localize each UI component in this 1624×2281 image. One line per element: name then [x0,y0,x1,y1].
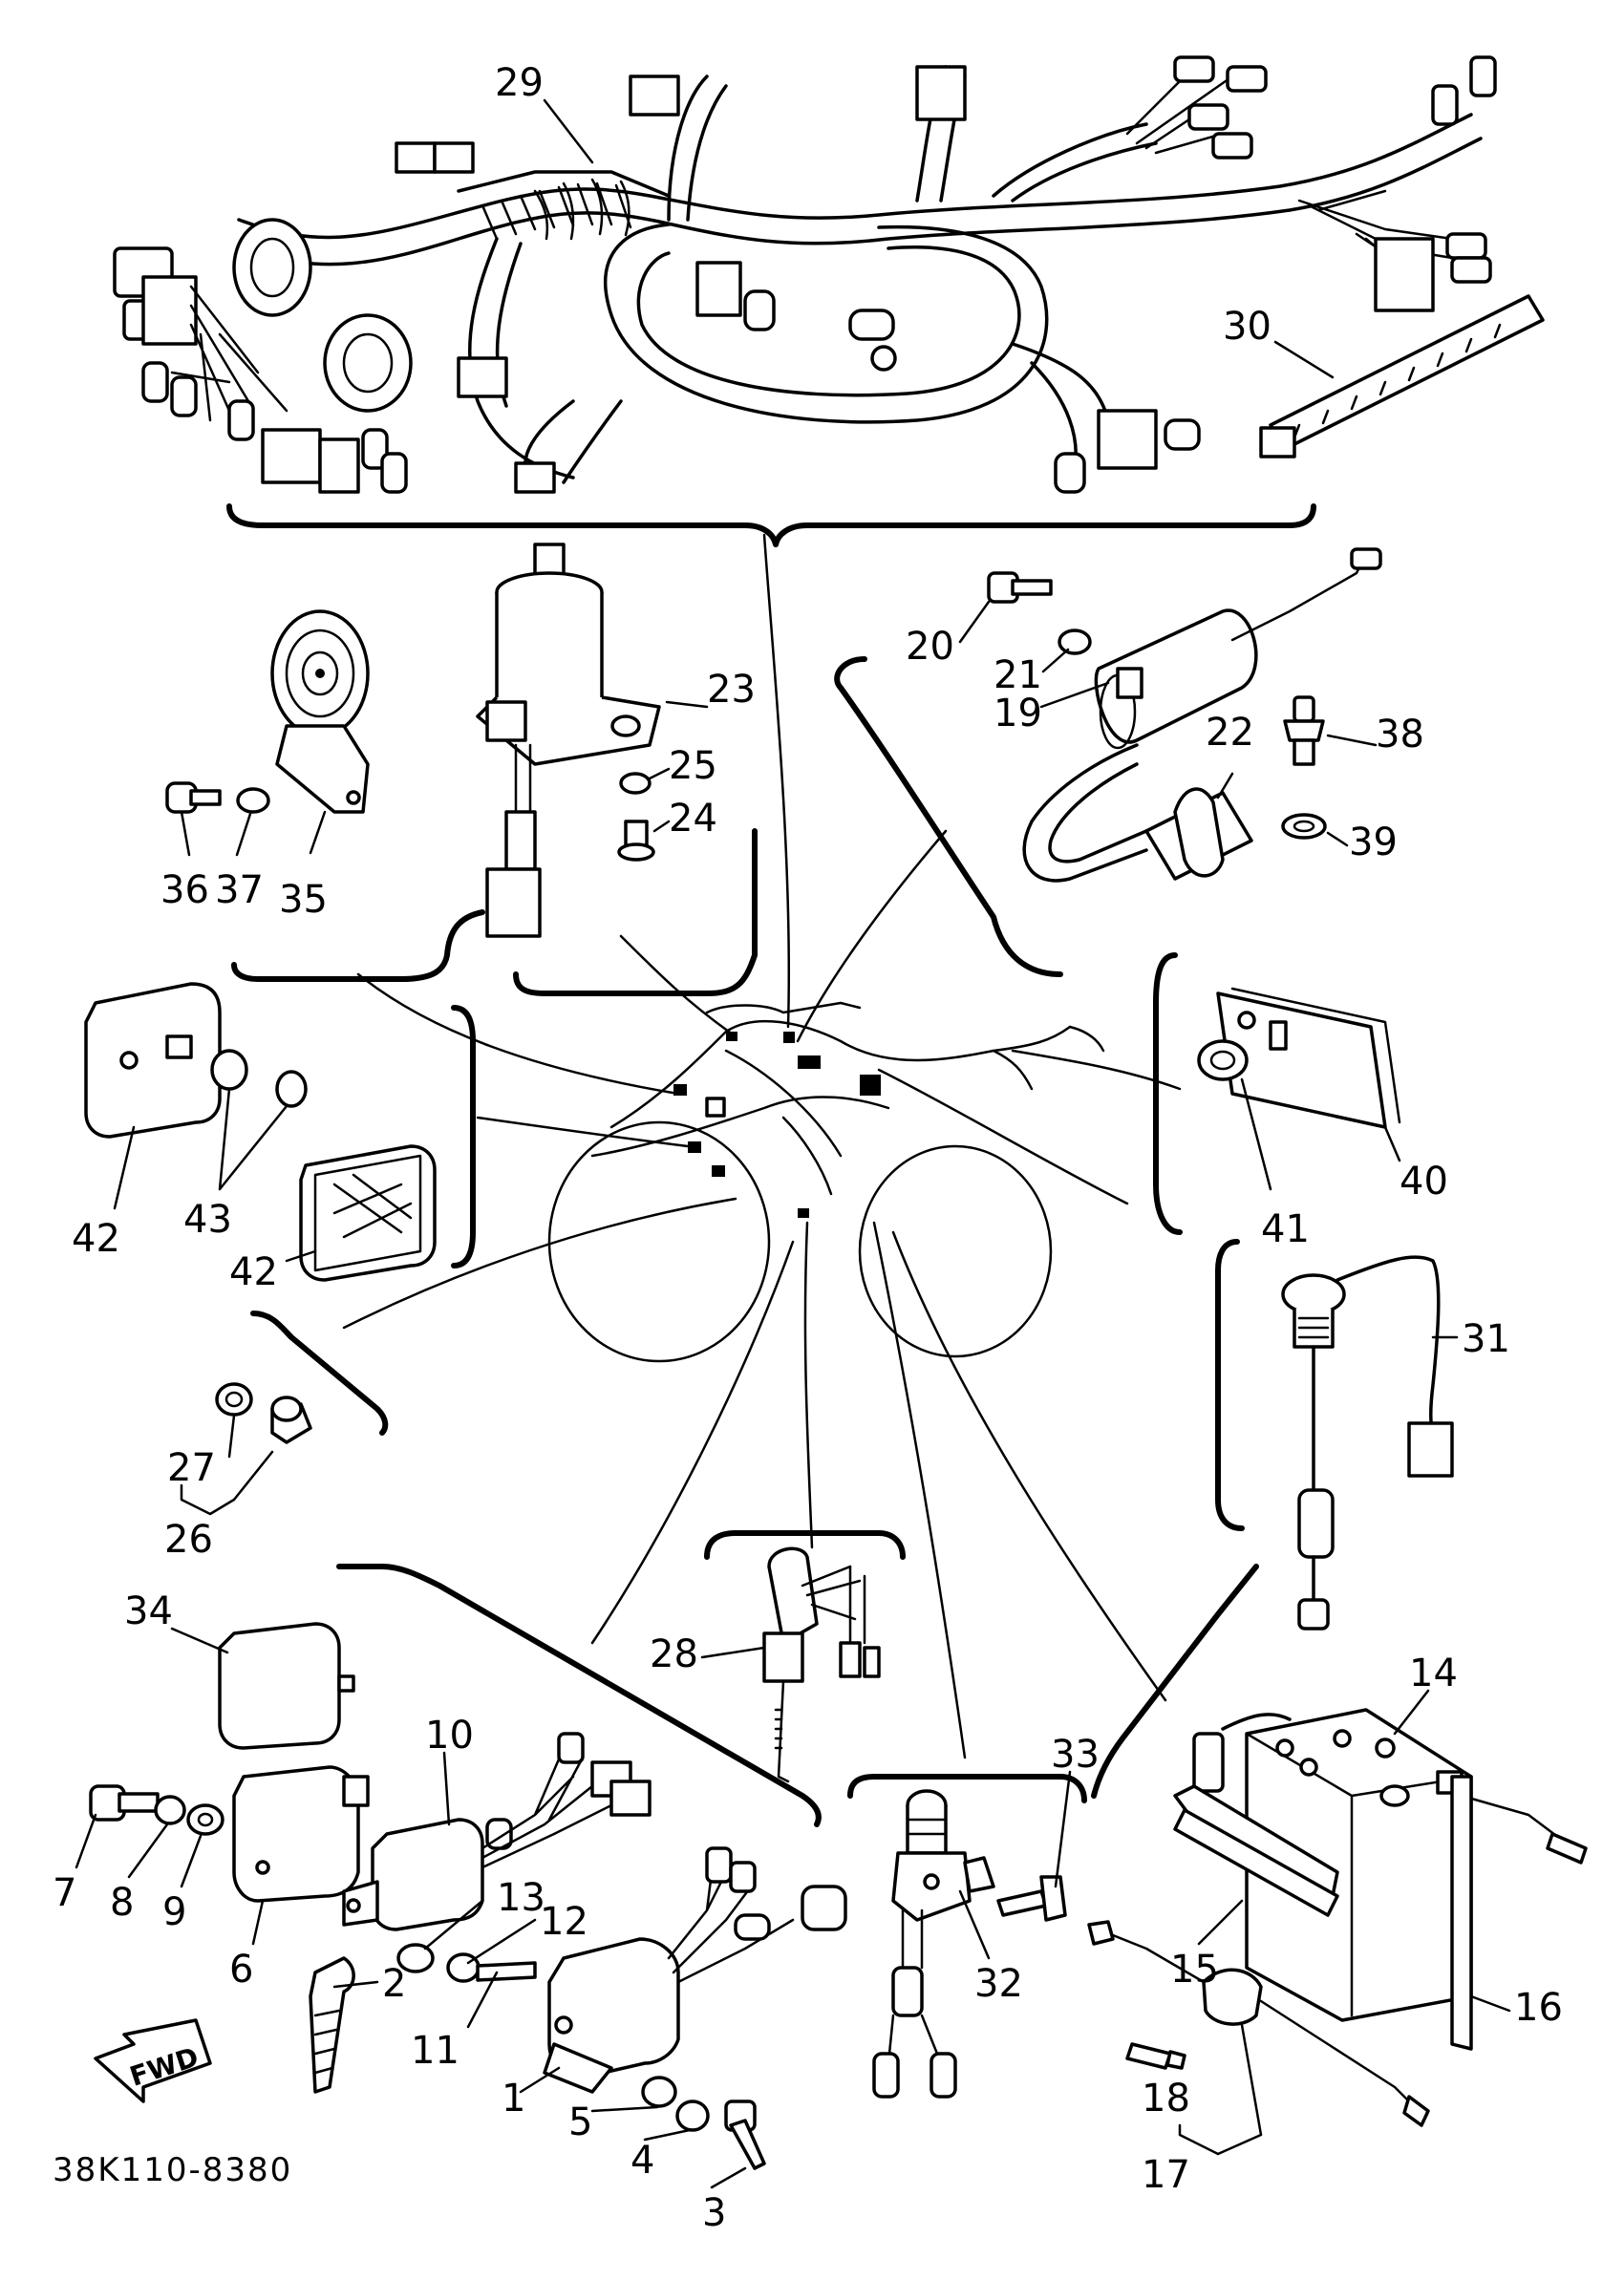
callout-24: 24 [669,797,717,841]
bracket-26 [250,1311,389,1436]
frame-outline [547,1001,1105,1363]
callout-38: 38 [1376,713,1424,757]
strap-2 [309,1956,355,2094]
battery-band [1173,1784,1339,1917]
switch-screw-33 [996,1875,1067,1922]
callout-37: 37 [215,868,264,912]
callout-30: 30 [1223,305,1271,349]
reflector-left-front [299,1144,437,1282]
wire-harness [113,55,1497,547]
callout-26: 26 [164,1518,213,1562]
callout-27: 27 [167,1446,216,1490]
callout-40: 40 [1400,1160,1448,1204]
callout-labels: 29 30 23 25 24 20 21 19 22 38 39 35 36 3… [53,61,1563,2235]
fwd-arrow: FWD [94,2018,212,2103]
thermo-sender [1281,695,1327,840]
callout-32: 32 [974,1962,1023,2006]
callout-43: 43 [183,1198,232,1242]
bracket-35 [231,909,485,982]
callout-23: 23 [707,668,756,712]
bracket-23 [513,828,759,996]
flasher-relay [342,1732,652,1931]
callout-42: 42 [72,1217,120,1261]
callout-25: 25 [669,744,717,788]
callout-31: 31 [1462,1317,1510,1361]
callout-36: 36 [160,868,209,912]
callout-21: 21 [994,653,1042,697]
neutral-switch [215,1382,312,1444]
bracket-31 [1215,1239,1245,1531]
callout-29: 29 [495,61,544,105]
callout-10: 10 [425,1714,474,1758]
reflector-right [1197,987,1401,1129]
bracket-32 [847,1774,1087,1803]
relay-6-fasteners [89,1784,224,1836]
regulator [762,1546,881,1783]
callout-8: 8 [110,1881,134,1925]
bracket-40 [1153,952,1183,1235]
flasher-fasteners [396,1943,537,1983]
callout-4: 4 [630,2139,654,2183]
bracket-19 [834,656,1063,977]
drawing-code: 38K110-8380 [53,2151,293,2189]
horn [270,609,370,814]
callout-34: 34 [124,1589,173,1633]
bracket-42 [451,1005,476,1268]
bracket-28 [704,1530,906,1560]
battery-breather [1450,1775,1473,2051]
callout-41: 41 [1261,1207,1310,1251]
callout-33: 33 [1051,1733,1100,1777]
callout-35: 35 [279,878,328,922]
callout-3: 3 [702,2191,726,2235]
callout-7: 7 [53,1871,76,1915]
callout-28: 28 [650,1632,698,1676]
callout-16: 16 [1514,1986,1563,2030]
horn-fasteners [165,781,270,814]
callout-15: 15 [1170,1948,1219,1992]
relay-6 [232,1765,370,1903]
callout-19: 19 [994,692,1042,735]
callout-13: 13 [497,1876,545,1920]
ignition-coil [1022,547,1382,883]
callout-14: 14 [1409,1652,1458,1695]
callout-bracket-17 [1178,2023,1263,2156]
callout-bracket-26 [180,1483,236,1516]
fuse-holder [1087,1920,1430,2127]
callout-6: 6 [229,1948,253,1992]
reflector-left-rear [84,982,308,1139]
stop-switch [872,1789,995,2099]
bracket-6 [336,1564,822,1827]
callout-2: 2 [382,1962,406,2006]
callout-22: 22 [1206,711,1254,755]
leader-lines [75,98,1511,2189]
callout-line-26b [232,1450,274,1502]
callout-17: 17 [1142,2153,1190,2197]
main-switch [476,543,661,938]
connection-arrows [342,533,1182,1759]
callout-42: 42 [229,1250,278,1294]
callout-11: 11 [411,2029,459,2073]
cdi-fasteners [641,2076,766,2170]
callout-20: 20 [906,625,954,669]
coil-fasteners [987,571,1092,655]
relay-34 [218,1622,355,1750]
cdi-unit [543,1846,847,2094]
fuse [1125,2042,1186,2070]
callout-9: 9 [162,1890,186,1934]
bracket-14 [1091,1564,1259,1799]
callout-5: 5 [568,2100,592,2144]
callout-12: 12 [540,1900,588,1944]
callout-1: 1 [502,2077,525,2121]
cable-tie [1259,294,1545,458]
callout-39: 39 [1349,821,1398,864]
switch-fasteners [617,772,655,862]
callout-18: 18 [1142,2077,1190,2121]
fuel-sender [1281,1255,1454,1631]
